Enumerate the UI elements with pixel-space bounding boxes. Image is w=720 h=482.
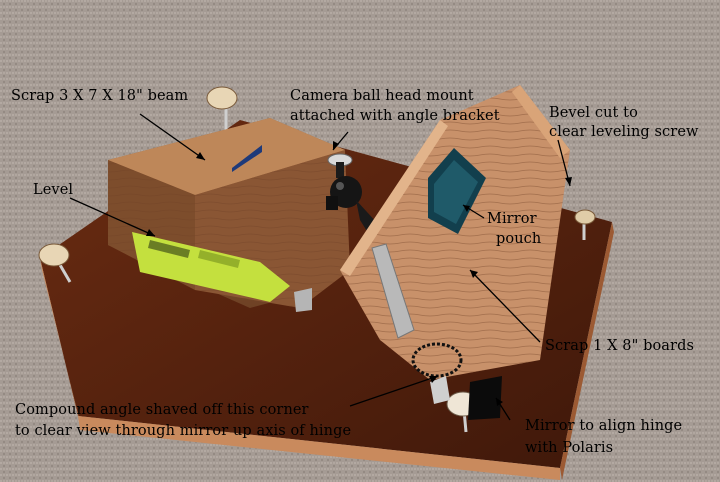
- angle-bracket-base: [294, 288, 312, 312]
- leveling-screw-right: [574, 209, 596, 240]
- label-bevel-line1: Bevel cut to: [549, 105, 638, 121]
- annotation-arrowheads: [146, 141, 572, 406]
- label-level: Level: [33, 182, 74, 198]
- label-compound-angle-line2: to clear view through mirror up axis of …: [15, 423, 352, 439]
- leveling-screw-front-left: [38, 243, 72, 283]
- label-bevel-line2: clear leveling screw: [549, 124, 699, 140]
- label-boards: Scrap 1 X 8" boards: [545, 338, 695, 354]
- polaris-alignment-mirror: [468, 376, 502, 420]
- label-camera-mount-line2: attached with angle bracket: [290, 108, 500, 124]
- label-mirror-pouch-line2: pouch: [496, 231, 542, 247]
- hinge-bracket: [371, 243, 415, 339]
- label-compound-angle-line1: Compound angle shaved off this corner: [15, 402, 309, 418]
- label-beam: Scrap 3 X 7 X 18" beam: [11, 88, 189, 104]
- tilted-board-assembly: [340, 85, 570, 380]
- label-polaris-mirror-line2: with Polaris: [525, 440, 614, 456]
- label-polaris-mirror-line1: Mirror to align hinge: [525, 418, 683, 434]
- leveling-screw-back-left: [206, 86, 238, 130]
- level-tool: [132, 232, 290, 302]
- label-mirror-pouch-line1: Mirror: [487, 211, 537, 227]
- label-camera-mount-line1: Camera ball head mount: [290, 88, 474, 104]
